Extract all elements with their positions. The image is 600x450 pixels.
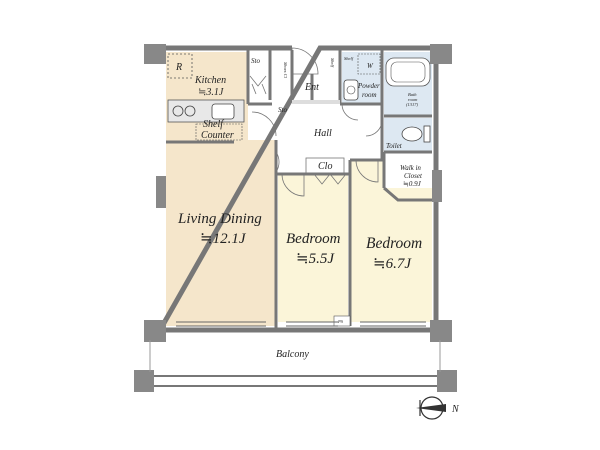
bedroom1-floor xyxy=(278,174,348,322)
bathtub-inner xyxy=(390,61,426,83)
toilet-label: Toilet xyxy=(386,142,403,150)
interior-walls xyxy=(166,50,432,328)
balcony-post-right xyxy=(437,370,457,392)
living-dining-area: ≒12.1J xyxy=(200,231,247,247)
balcony-edge xyxy=(149,340,441,372)
counter-label: Counter xyxy=(201,130,234,141)
door-swings xyxy=(251,47,399,201)
washbasin-bowl xyxy=(346,85,356,95)
pipe-space-box xyxy=(333,315,351,327)
refrigerator-label: R xyxy=(175,62,182,73)
stove-burner-icon xyxy=(172,105,184,117)
bath-room-size: (1317) xyxy=(406,102,418,107)
compass xyxy=(416,396,446,420)
shelf-powder-label: Shelf xyxy=(344,56,354,61)
bath-room-line1: Bath xyxy=(408,92,417,97)
storage-top-label: Sto xyxy=(251,57,260,65)
hall-step xyxy=(292,100,340,104)
washbasin-icon xyxy=(343,79,359,101)
bedroom1-area: ≒5.5J xyxy=(296,251,335,267)
balcony-railing xyxy=(154,375,437,387)
column-bottom-right xyxy=(430,320,452,342)
side-column-left xyxy=(156,176,166,208)
dining-counter xyxy=(195,123,243,141)
powder-room-line1: Powder xyxy=(357,82,380,90)
washer-label: W xyxy=(367,62,374,70)
washer-box xyxy=(357,53,381,75)
bedroom2-area: ≒6.7J xyxy=(373,256,412,272)
shelf-vertical-label: Shelf xyxy=(330,58,335,68)
north-label: N xyxy=(451,404,460,415)
living-dining-name: Living Dining xyxy=(177,211,262,227)
toilet-bowl-icon xyxy=(401,126,423,142)
kitchen-sink-icon xyxy=(211,103,235,120)
stove-burner-icon xyxy=(184,105,196,117)
walk-in-closet-area: ≒0.9J xyxy=(403,180,422,188)
kitchen-floor xyxy=(166,52,248,142)
storage-small-label: Sto xyxy=(278,106,287,114)
balcony-post-left xyxy=(134,370,154,392)
column-top-right xyxy=(430,44,452,64)
compass-arrow-icon xyxy=(416,404,446,412)
kitchen-name: Kitchen xyxy=(194,75,226,86)
windows xyxy=(176,321,426,327)
shelf-counter-label: Shelf xyxy=(203,119,224,130)
closet-doors xyxy=(249,75,347,185)
bath-room-line2: room xyxy=(408,97,418,102)
shoes-closet-label: Shoes Cl xyxy=(283,62,288,79)
entrance-label: Ent xyxy=(304,82,319,93)
refrigerator-box xyxy=(167,53,193,79)
hall-label: Hall xyxy=(313,128,332,139)
balcony-label: Balcony xyxy=(276,349,309,360)
toilet-tank-icon xyxy=(423,125,431,143)
column-top-left xyxy=(144,44,166,64)
walk-in-closet-floor xyxy=(384,152,432,188)
hall-floor xyxy=(276,100,382,160)
bedroom1-name: Bedroom xyxy=(286,231,341,247)
powder-room-line2: room xyxy=(362,91,377,99)
living-dining-floor xyxy=(166,140,276,326)
walk-in-closet-line1: Walk in xyxy=(400,164,421,172)
pipe-space-label: PS xyxy=(337,319,344,324)
column-bottom-left xyxy=(144,320,166,342)
bathtub-icon xyxy=(385,57,431,87)
kitchen-area: ≒3.1J xyxy=(198,87,224,98)
bedroom2-name: Bedroom xyxy=(366,235,422,252)
walk-in-closet-line2: Closet xyxy=(404,172,423,180)
side-column-right xyxy=(432,170,442,202)
closet-label: Clo xyxy=(318,161,332,172)
